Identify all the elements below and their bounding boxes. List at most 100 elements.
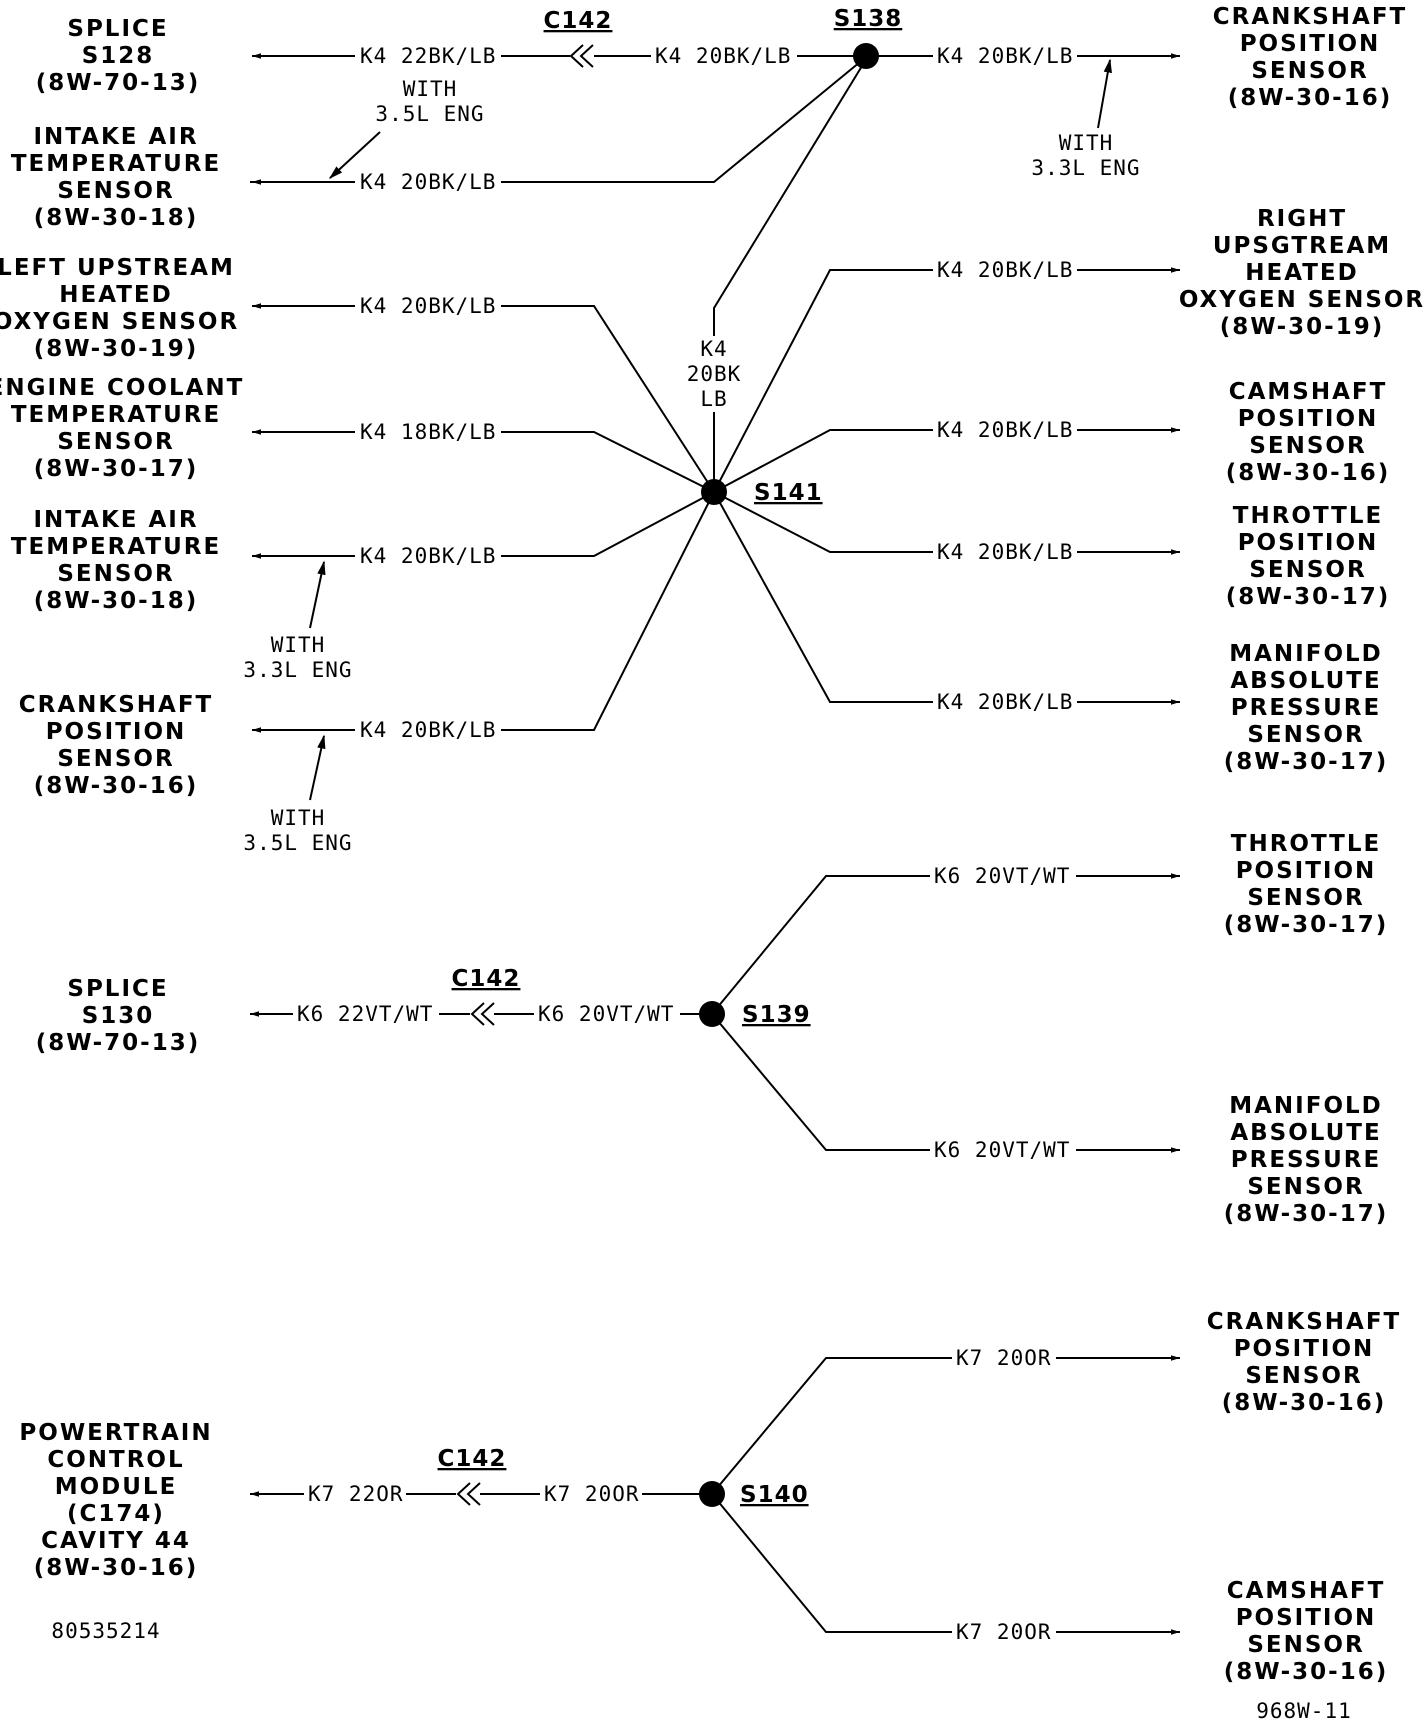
svg-text:(8W-30-16): (8W-30-16) <box>1226 460 1390 486</box>
splice-s141-dot <box>701 479 727 505</box>
svg-text:3.3L ENG: 3.3L ENG <box>243 658 352 682</box>
svg-text:POSITION: POSITION <box>1234 1336 1375 1362</box>
left-upstream-o2-sensor-label: LEFT UPSTREAM HEATED OXYGEN SENSOR (8W-3… <box>0 255 239 362</box>
note-with-3-3l-top: WITH 3.3L ENG <box>1031 58 1140 180</box>
svg-text:(C174): (C174) <box>67 1501 165 1527</box>
svg-text:TEMPERATURE: TEMPERATURE <box>11 534 221 560</box>
svg-text:ABSOLUTE: ABSOLUTE <box>1230 1120 1381 1146</box>
crankshaft-position-sensor-top-label: CRANKSHAFT POSITION SENSOR (8W-30-16) <box>1213 4 1407 111</box>
svg-text:PRESSURE: PRESSURE <box>1231 1147 1381 1173</box>
svg-text:POSITION: POSITION <box>1236 858 1377 884</box>
svg-text:HEATED: HEATED <box>1245 260 1358 286</box>
manifold-absolute-pressure-sensor-1-label: MANIFOLD ABSOLUTE PRESSURE SENSOR (8W-30… <box>1224 641 1386 775</box>
svg-text:C142: C142 <box>452 966 521 992</box>
svg-text:MANIFOLD: MANIFOLD <box>1229 641 1383 667</box>
figure-id-left: 80535214 <box>51 1619 160 1643</box>
wire-label-vertical: K4 <box>700 337 727 361</box>
svg-text:OXYGEN SENSOR: OXYGEN SENSOR <box>0 309 239 335</box>
wire-label: K6 20VT/WT <box>538 1002 674 1026</box>
svg-text:SENSOR: SENSOR <box>57 561 174 587</box>
svg-text:3.5L ENG: 3.5L ENG <box>243 831 352 855</box>
figure-id-right: 968W-11 <box>1256 1699 1352 1723</box>
svg-text:(8W-30-18): (8W-30-18) <box>34 205 198 231</box>
svg-text:UPSGTREAM: UPSGTREAM <box>1213 233 1391 259</box>
wire-s141-to-ckp-left <box>252 491 715 733</box>
svg-text:(8W-30-17): (8W-30-17) <box>1226 584 1390 610</box>
svg-text:(8W-30-17): (8W-30-17) <box>1224 1201 1388 1227</box>
crankshaft-position-sensor-left-label: CRANKSHAFT POSITION SENSOR (8W-30-16) <box>19 692 213 799</box>
svg-text:RIGHT: RIGHT <box>1257 206 1347 232</box>
wire-label: K4 18BK/LB <box>360 420 496 444</box>
svg-text:S128: S128 <box>82 43 155 69</box>
splice-s140-label: S140 <box>740 1482 809 1508</box>
svg-text:POWERTRAIN: POWERTRAIN <box>19 1420 212 1446</box>
svg-text:C142: C142 <box>438 1446 507 1472</box>
svg-text:3.3L ENG: 3.3L ENG <box>1031 156 1140 180</box>
wire-label: K6 20VT/WT <box>934 864 1070 888</box>
intake-air-temp-sensor-top-label: INTAKE AIR TEMPERATURE SENSOR (8W-30-18) <box>11 124 219 231</box>
svg-text:SENSOR: SENSOR <box>1247 885 1364 911</box>
svg-text:(8W-30-16): (8W-30-16) <box>34 1555 198 1581</box>
right-upstream-o2-sensor-label: RIGHT UPSGTREAM HEATED OXYGEN SENSOR (8W… <box>1179 206 1423 340</box>
splice-s140-dot <box>699 1481 725 1507</box>
svg-text:INTAKE AIR: INTAKE AIR <box>33 507 198 533</box>
svg-text:CAMSHAFT: CAMSHAFT <box>1229 379 1388 405</box>
svg-text:SENSOR: SENSOR <box>1251 58 1368 84</box>
wire-label: K7 22OR <box>308 1482 404 1506</box>
wire-label: K4 20BK/LB <box>937 44 1073 68</box>
svg-text:POSITION: POSITION <box>1238 530 1379 556</box>
svg-text:HEATED: HEATED <box>59 282 172 308</box>
svg-text:SENSOR: SENSOR <box>1249 557 1366 583</box>
svg-text:WITH: WITH <box>271 806 326 830</box>
splice-s139-dot <box>699 1001 725 1027</box>
wire-s138-to-s141 <box>713 65 863 492</box>
connector-c142-label: C142 <box>544 8 613 34</box>
svg-text:(8W-30-17): (8W-30-17) <box>34 456 198 482</box>
svg-text:ENGINE COOLANT: ENGINE COOLANT <box>0 375 244 401</box>
svg-text:THROTTLE: THROTTLE <box>1233 503 1383 529</box>
svg-text:SENSOR: SENSOR <box>1247 722 1364 748</box>
wire-label: K4 20BK/LB <box>937 258 1073 282</box>
svg-text:CRANKSHAFT: CRANKSHAFT <box>1213 4 1407 30</box>
wire-label: K4 20BK/LB <box>360 544 496 568</box>
svg-text:(8W-30-18): (8W-30-18) <box>34 588 198 614</box>
engine-coolant-temp-sensor-label: ENGINE COOLANT TEMPERATURE SENSOR (8W-30… <box>0 375 244 482</box>
powertrain-control-module-label: POWERTRAIN CONTROL MODULE (C174) CAVITY … <box>19 1420 212 1581</box>
wire-s140-to-ckp-2 <box>711 1355 1180 1495</box>
wire-label: K4 20BK/LB <box>937 540 1073 564</box>
svg-text:(8W-30-19): (8W-30-19) <box>1220 314 1384 340</box>
svg-text:(8W-30-16): (8W-30-16) <box>1228 85 1392 111</box>
note-with-3-3l-left: WITH 3.3L ENG <box>243 560 352 682</box>
wire-label: K7 20OR <box>544 1482 640 1506</box>
splice-s130-label: SPLICE S130 (8W-70-13) <box>36 976 200 1056</box>
wire-s141-to-left-o2 <box>252 303 715 493</box>
svg-text:SENSOR: SENSOR <box>1249 433 1366 459</box>
wire-label-vertical: 20BK <box>687 362 742 386</box>
svg-text:TEMPERATURE: TEMPERATURE <box>11 402 221 428</box>
wire-s138-to-iat-top <box>250 61 861 183</box>
svg-text:POSITION: POSITION <box>46 719 187 745</box>
wire-s140-to-cmp-2 <box>711 1493 1180 1635</box>
throttle-position-sensor-1-label: THROTTLE POSITION SENSOR (8W-30-17) <box>1226 503 1390 610</box>
camshaft-position-sensor-2-label: CAMSHAFT POSITION SENSOR (8W-30-16) <box>1224 1578 1388 1685</box>
svg-text:SENSOR: SENSOR <box>1247 1632 1364 1658</box>
svg-text:3.5L ENG: 3.5L ENG <box>375 102 484 126</box>
crankshaft-position-sensor-2-label: CRANKSHAFT POSITION SENSOR (8W-30-16) <box>1207 1309 1399 1416</box>
splice-s138-label: S138 <box>834 6 903 32</box>
splice-s128-label: SPLICE S128 (8W-70-13) <box>36 16 200 96</box>
svg-text:CRANKSHAFT: CRANKSHAFT <box>19 692 213 718</box>
svg-text:MODULE: MODULE <box>55 1474 178 1500</box>
svg-text:(8W-70-13): (8W-70-13) <box>36 1030 200 1056</box>
wire-label: K4 20BK/LB <box>655 44 791 68</box>
svg-text:(8W-30-16): (8W-30-16) <box>1224 1659 1388 1685</box>
wire-label: K4 20BK/LB <box>360 170 496 194</box>
svg-text:CAVITY 44: CAVITY 44 <box>41 1528 191 1554</box>
note-with-3-5l-left: WITH 3.5L ENG <box>243 734 352 855</box>
svg-text:SENSOR: SENSOR <box>57 429 174 455</box>
manifold-absolute-pressure-sensor-2-label: MANIFOLD ABSOLUTE PRESSURE SENSOR (8W-30… <box>1224 1093 1388 1227</box>
svg-text:SENSOR: SENSOR <box>57 178 174 204</box>
svg-text:SENSOR: SENSOR <box>1247 1174 1364 1200</box>
svg-text:POSITION: POSITION <box>1240 31 1381 57</box>
svg-text:(8W-70-13): (8W-70-13) <box>36 70 200 96</box>
